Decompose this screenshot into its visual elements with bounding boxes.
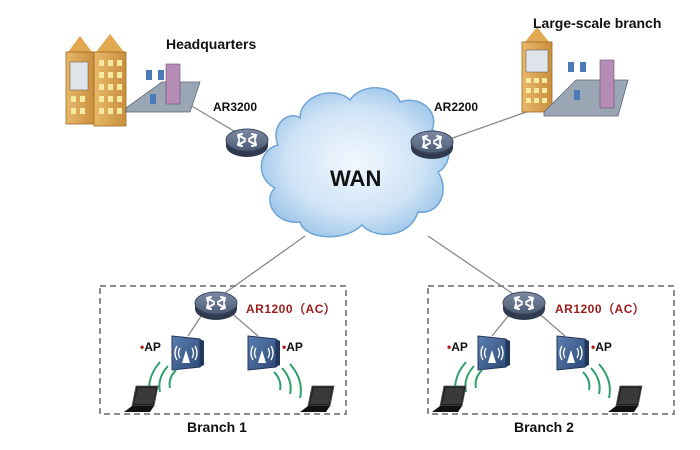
branch2-ap2-label: •AP	[591, 340, 612, 354]
branch2-ap1-icon	[477, 335, 511, 371]
router-ar3200-label: AR3200	[213, 100, 258, 114]
branch2-laptop2-icon	[607, 385, 643, 413]
wan-cloud	[260, 87, 450, 238]
router-ar3200-icon	[225, 128, 269, 158]
router-ar2200-label: AR2200	[434, 100, 479, 114]
ap-label-text: AP	[451, 340, 468, 354]
branch1-ap1-icon	[171, 335, 205, 371]
ap-label-text: AP	[286, 340, 303, 354]
ap-label-text: AP	[595, 340, 612, 354]
headquarters-label: Headquarters	[166, 36, 257, 52]
headquarters-building-icon	[65, 34, 201, 127]
branch1-controller-label: AR1200（AC）	[246, 302, 337, 316]
router-branch2-ac-icon	[502, 291, 546, 321]
ap-label-text: AP	[144, 340, 161, 354]
link-wan-branch2	[427, 235, 523, 301]
router-branch1-ac-icon	[194, 291, 238, 321]
branch1-ap1-label: •AP	[140, 340, 161, 354]
branch2-ap2-wifi-icon	[582, 363, 611, 399]
wan-label: WAN	[330, 166, 382, 191]
ap-bullet: •	[282, 340, 287, 354]
ap-bullet: •	[591, 340, 596, 354]
branch2-laptop1-icon	[431, 385, 467, 413]
branch1-laptop2-icon	[299, 385, 335, 413]
ap-bullet: •	[140, 340, 145, 354]
router-ar2200-icon	[410, 130, 454, 160]
branch1-laptop1-icon	[123, 385, 159, 413]
branch2-ap1-label: •AP	[447, 340, 468, 354]
branch-1-label: Branch 1	[187, 419, 247, 435]
link-lsb-router	[446, 109, 533, 141]
link-wan-branch1	[214, 235, 306, 301]
large-branch-building-icon	[521, 27, 629, 117]
branch2-ap2-icon	[556, 335, 590, 371]
large-branch-label: Large-scale branch	[533, 15, 662, 31]
branch2-controller-label: AR1200（AC）	[555, 302, 646, 316]
branch1-ap2-label: •AP	[282, 340, 303, 354]
branch-1-boundary	[99, 285, 347, 415]
branch1-ap2-icon	[247, 335, 281, 371]
branch-2-label: Branch 2	[514, 419, 574, 435]
branch1-ap2-wifi-icon	[273, 363, 302, 399]
ap-bullet: •	[447, 340, 452, 354]
branch-2-boundary	[427, 285, 675, 415]
